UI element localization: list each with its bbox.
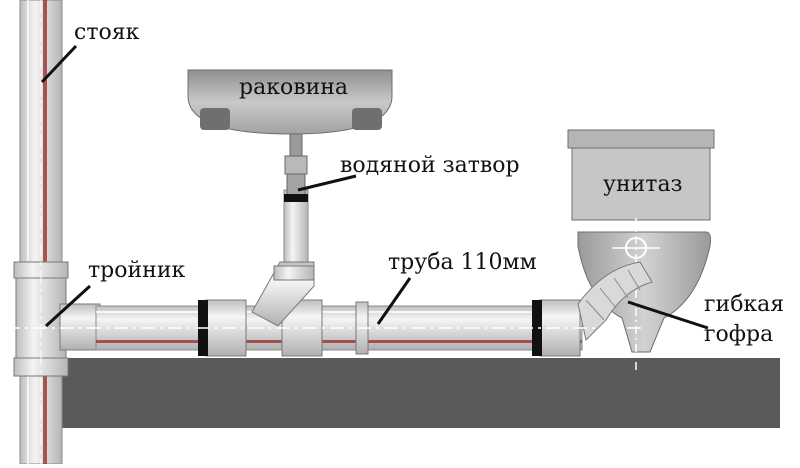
- label-pipe: труба 110мм: [388, 250, 537, 275]
- label-flex-line2: гофра: [704, 322, 774, 347]
- sink-basin: [187, 69, 393, 135]
- label-riser: стояк: [74, 20, 140, 45]
- sink-drain-pipe: [251, 189, 315, 327]
- label-water-seal: водяной затвор: [340, 153, 520, 178]
- label-toilet: унитаз: [603, 172, 683, 197]
- label-flex-line1: гибкая: [704, 292, 785, 317]
- leader-tee: [44, 284, 92, 328]
- riser-pipe: [13, 0, 69, 465]
- seal-ring: [532, 300, 542, 356]
- floor-slab: [62, 358, 780, 428]
- leader-water-seal: [297, 174, 357, 192]
- label-sink: раковина: [239, 75, 349, 100]
- toilet-bowl: [577, 218, 711, 370]
- label-tee: тройник: [88, 258, 186, 283]
- flex-corrugation: [577, 261, 653, 341]
- toilet-tank: [567, 129, 715, 221]
- leader-pipe: [376, 277, 412, 325]
- leader-flex: [627, 300, 709, 330]
- water-seal: [284, 127, 308, 202]
- leader-riser: [40, 44, 78, 84]
